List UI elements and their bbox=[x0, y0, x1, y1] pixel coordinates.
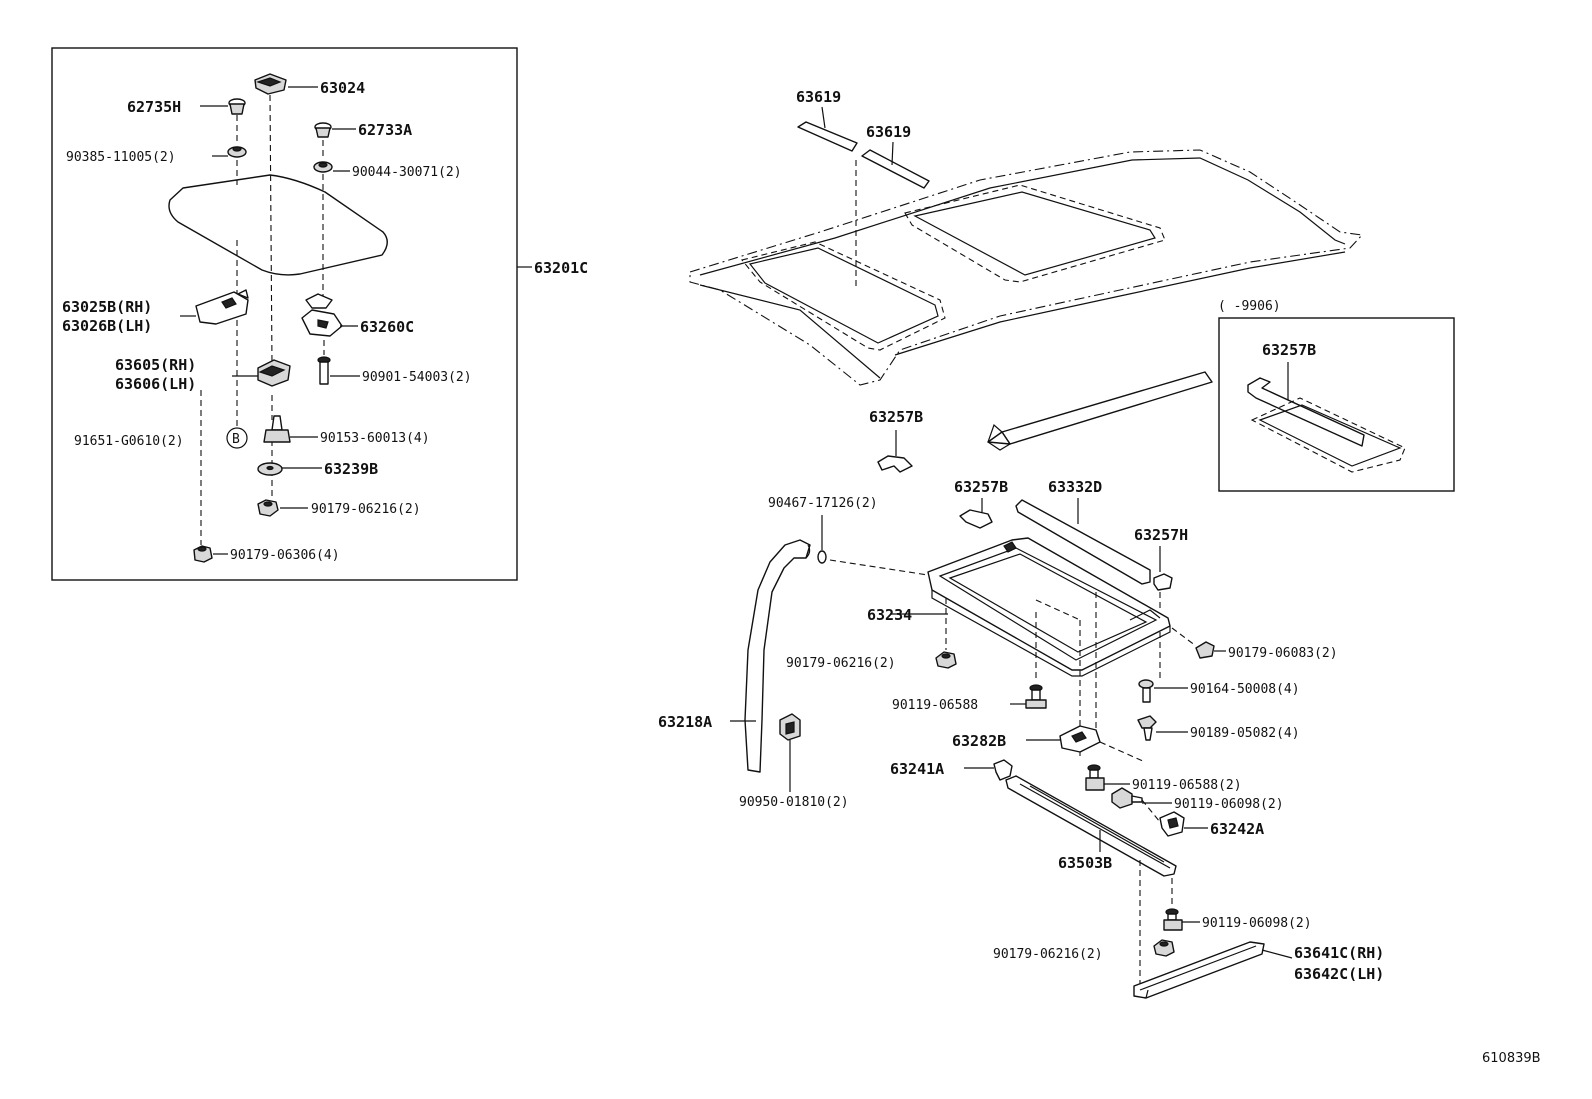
part-63242A bbox=[1159, 811, 1185, 837]
label-90119-06588-b: 90119-06588(2) bbox=[1132, 778, 1242, 793]
label-90153: 90153-60013(4) bbox=[320, 431, 430, 446]
label-63026B: 63026B(LH) bbox=[62, 317, 152, 335]
label-63605: 63605(RH) bbox=[115, 356, 196, 374]
label-63619-a: 63619 bbox=[796, 88, 841, 106]
label-63619-b: 63619 bbox=[866, 123, 911, 141]
part-63619-b bbox=[861, 149, 930, 189]
part-90901-54003 bbox=[317, 356, 331, 385]
label-63503B: 63503B bbox=[1058, 854, 1112, 872]
part-63024 bbox=[254, 73, 287, 95]
part-90950-01810 bbox=[779, 713, 801, 741]
label-63024: 63024 bbox=[320, 79, 365, 97]
label-63201C: 63201C bbox=[534, 259, 588, 277]
label-62735H: 62735H bbox=[127, 98, 181, 116]
part-63257B-b bbox=[959, 509, 993, 529]
label-90044: 90044-30071(2) bbox=[352, 165, 462, 180]
label-63257B-a: 63257B bbox=[869, 408, 923, 426]
marker-b: B bbox=[232, 432, 240, 447]
inset-box bbox=[1218, 317, 1455, 492]
part-63619-a bbox=[797, 121, 858, 152]
sunshade-panel bbox=[168, 174, 388, 276]
label-63025B: 63025B(RH) bbox=[62, 298, 152, 316]
label-63642C: 63642C(LH) bbox=[1294, 965, 1384, 983]
part-63282B bbox=[1059, 725, 1101, 753]
label-63332D: 63332D bbox=[1048, 478, 1102, 496]
sunshade-assembly-box bbox=[51, 47, 518, 581]
part-90044-30071 bbox=[313, 161, 333, 173]
label-63257H: 63257H bbox=[1134, 526, 1188, 544]
label-90901: 90901-54003(2) bbox=[362, 370, 472, 385]
label-90119-06098-a: 90119-06098(2) bbox=[1174, 797, 1284, 812]
part-90179-06216-left bbox=[257, 499, 279, 517]
part-90164-50008 bbox=[1138, 679, 1154, 703]
part-90153-60013 bbox=[263, 415, 291, 443]
part-63503B bbox=[1005, 775, 1177, 877]
label-90179-06216-c: 90179-06216(2) bbox=[993, 947, 1103, 962]
label-63242A: 63242A bbox=[1210, 820, 1264, 838]
part-90119-06588-b bbox=[1085, 764, 1105, 791]
part-90179-06083 bbox=[1195, 641, 1215, 659]
part-63025B-63026B bbox=[195, 289, 249, 325]
part-62733A bbox=[314, 122, 332, 138]
part-62735H bbox=[228, 98, 246, 115]
part-63605-63606 bbox=[257, 359, 291, 387]
part-63641C-63642C bbox=[1133, 941, 1265, 999]
part-63257H bbox=[1153, 573, 1173, 591]
label-91651: 91651-G0610(2) bbox=[74, 434, 184, 449]
seal-arrow bbox=[987, 371, 1213, 451]
part-63257B-a bbox=[877, 455, 913, 473]
part-90189-05082 bbox=[1137, 715, 1157, 741]
label-90119-06098-b: 90119-06098(2) bbox=[1202, 916, 1312, 931]
inset-date-label: ( -9906) bbox=[1218, 299, 1281, 314]
label-90189: 90189-05082(4) bbox=[1190, 726, 1300, 741]
label-90179-06306: 90179-06306(4) bbox=[230, 548, 340, 563]
part-63241A bbox=[993, 759, 1013, 781]
part-63239B bbox=[257, 462, 283, 476]
label-90164: 90164-50008(4) bbox=[1190, 682, 1300, 697]
part-63218A bbox=[744, 539, 811, 773]
part-90119-06098-a bbox=[1111, 787, 1143, 809]
label-63282B: 63282B bbox=[952, 732, 1006, 750]
label-90950: 90950-01810(2) bbox=[739, 795, 849, 810]
marker-b-circle bbox=[226, 427, 248, 449]
part-90179-06306 bbox=[193, 545, 213, 563]
label-63241A: 63241A bbox=[890, 760, 944, 778]
part-63332D bbox=[1015, 499, 1151, 585]
part-63257B-inset bbox=[1247, 377, 1406, 473]
label-90179-06216-a: 90179-06216(2) bbox=[311, 502, 421, 517]
label-63239B: 63239B bbox=[324, 460, 378, 478]
label-63641C: 63641C(RH) bbox=[1294, 944, 1384, 962]
part-63234-frame bbox=[927, 537, 1171, 677]
roof-panel bbox=[689, 149, 1364, 386]
part-90467-17126 bbox=[817, 550, 827, 564]
part-90385-11005 bbox=[227, 146, 247, 158]
part-90179-06216-mid bbox=[935, 651, 957, 669]
label-63257B-b: 63257B bbox=[954, 478, 1008, 496]
label-63260C: 63260C bbox=[360, 318, 414, 336]
label-63234: 63234 bbox=[867, 606, 912, 624]
label-90179-06216-b: 90179-06216(2) bbox=[786, 656, 896, 671]
part-63260C bbox=[301, 293, 343, 337]
label-90119-06588-a: 90119-06588 bbox=[892, 698, 978, 713]
part-90179-06216-lower bbox=[1153, 939, 1175, 957]
label-63257B-inset: 63257B bbox=[1262, 341, 1316, 359]
label-62733A: 62733A bbox=[358, 121, 412, 139]
label-63606: 63606(LH) bbox=[115, 375, 196, 393]
label-90467: 90467-17126(2) bbox=[768, 496, 878, 511]
label-63218A: 63218A bbox=[658, 713, 712, 731]
part-90119-06588-a bbox=[1025, 684, 1047, 709]
diagram-id: 610839B bbox=[1482, 1051, 1541, 1066]
label-90179-06083: 90179-06083(2) bbox=[1228, 646, 1338, 661]
label-90385: 90385-11005(2) bbox=[66, 150, 176, 165]
part-90119-06098-b bbox=[1163, 908, 1183, 931]
